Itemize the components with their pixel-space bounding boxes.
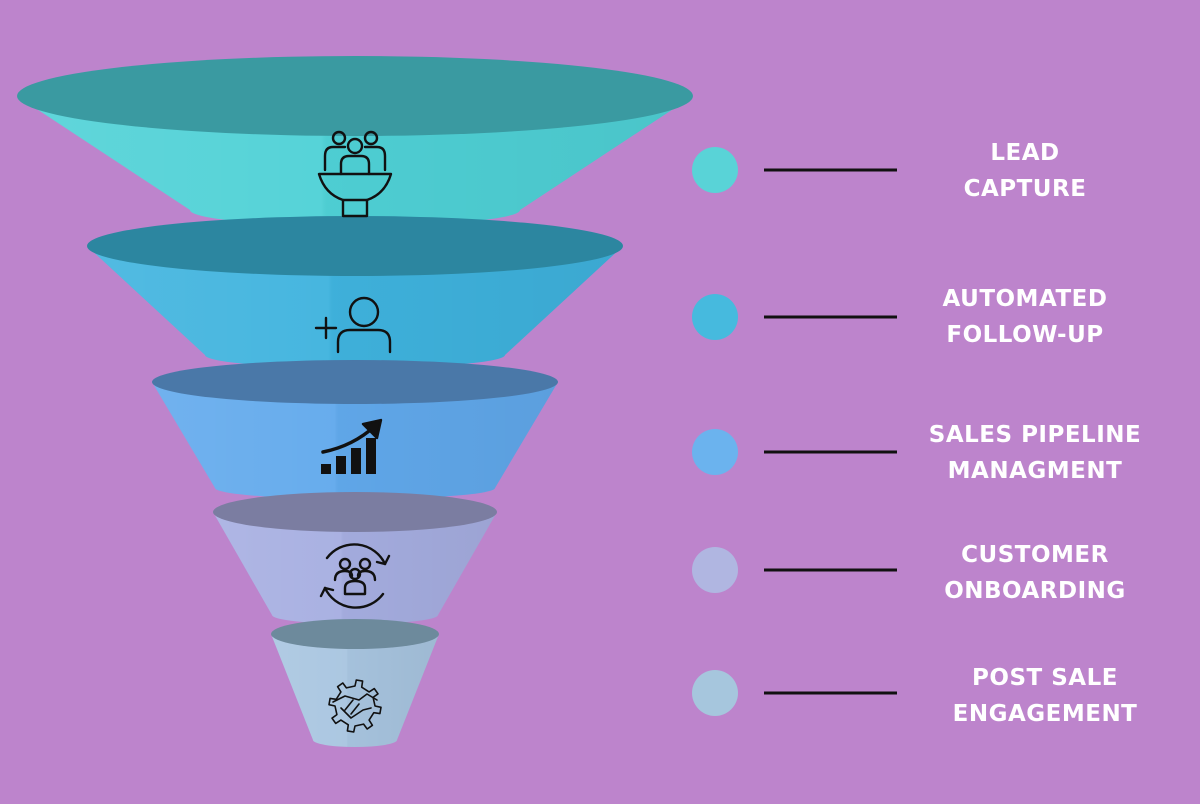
funnel-segment: [17, 56, 693, 226]
stage-marker-dot: [692, 547, 738, 593]
funnel-segment-top: [17, 56, 693, 136]
stage-label-line: POST SALE: [972, 665, 1118, 691]
stage-label-line: CUSTOMER: [961, 542, 1109, 568]
stage-label-line: ENGAGEMENT: [952, 701, 1138, 727]
stage-label-line: LEAD: [990, 140, 1060, 166]
stage-marker-dot: [692, 294, 738, 340]
handshake-gear-icon: [328, 679, 382, 733]
stage-label-line: CAPTURE: [963, 176, 1087, 202]
stage-marker-dot: [692, 429, 738, 475]
stage-label-line: ONBOARDING: [944, 578, 1126, 604]
funnel-segment-top: [87, 216, 623, 276]
growth-chart-icon: [321, 418, 383, 474]
funnel-segment-top: [152, 360, 558, 404]
stage-label-sales-pipeline: SALES PIPELINE MANAGMENT: [905, 417, 1165, 489]
funnel-segment: [213, 492, 497, 624]
stage-label-lead-capture: LEAD CAPTURE: [895, 135, 1155, 207]
stage-marker-dot: [692, 670, 738, 716]
funnel-people-icon: [317, 130, 393, 218]
stage-label-post-sale-engagement: POST SALE ENGAGEMENT: [915, 660, 1175, 732]
stage-label-automated-follow-up: AUTOMATED FOLLOW-UP: [895, 281, 1155, 353]
stage-label-customer-onboarding: CUSTOMER ONBOARDING: [905, 537, 1165, 609]
funnel-segment: [152, 360, 558, 499]
funnel-segment-top: [271, 619, 439, 649]
funnel-segment-shading: [87, 246, 623, 368]
stage-label-line: FOLLOW-UP: [946, 322, 1104, 348]
stage-label-line: SALES PIPELINE: [928, 422, 1142, 448]
funnel-segment: [87, 216, 623, 368]
stage-marker-dot: [692, 147, 738, 193]
funnel-segment: [271, 619, 439, 747]
team-cycle-icon: [319, 543, 391, 609]
funnel-segment-top: [213, 492, 497, 532]
funnel-segment-shading: [271, 634, 439, 747]
add-user-icon: [314, 296, 392, 354]
stage-label-line: AUTOMATED: [942, 286, 1108, 312]
stage-label-line: MANAGMENT: [947, 458, 1123, 484]
